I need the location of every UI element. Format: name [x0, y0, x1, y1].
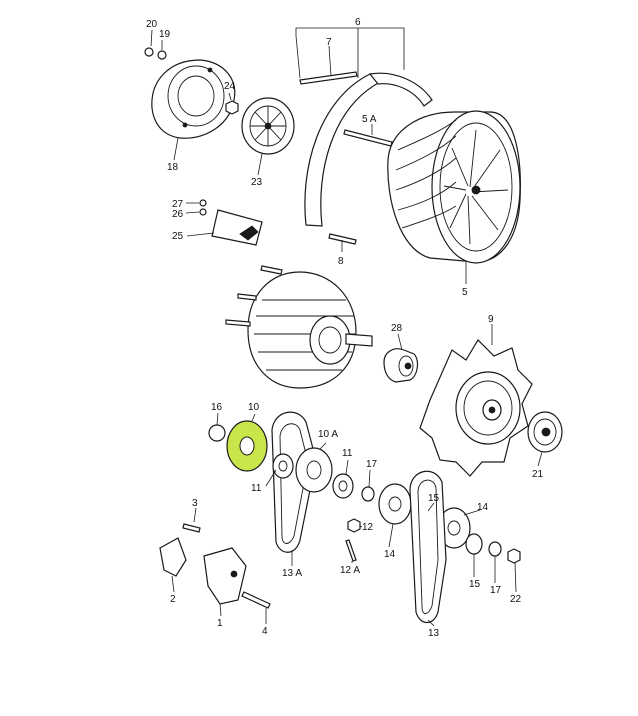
part-7-bolt[interactable]	[299, 71, 358, 85]
callouts: 20 19 18 24 23 6 7 5 A 27 26 25 8 5 9 28…	[146, 17, 544, 639]
part-16-spacer[interactable]	[208, 424, 226, 442]
callout-10: 10	[248, 402, 260, 413]
part-9-fan-wheel[interactable]	[419, 339, 533, 477]
callout-4: 4	[262, 626, 268, 637]
callout-12: 12	[362, 522, 374, 533]
callout-26: 26	[172, 209, 184, 220]
callout-7: 7	[326, 37, 332, 48]
callout-17-b: 17	[490, 585, 502, 596]
callout-10a: 10 A	[318, 429, 338, 440]
part-4-bolt[interactable]	[241, 591, 271, 609]
part-17-washer-2[interactable]	[488, 541, 502, 557]
part-12-nut[interactable]	[347, 518, 361, 533]
part-2-clip[interactable]	[159, 537, 187, 577]
part-12a-bolt[interactable]	[345, 539, 357, 562]
part-10-highlighted-ring[interactable]	[226, 420, 268, 472]
part-18-cover[interactable]	[151, 59, 236, 139]
callout-17-a: 17	[366, 459, 378, 470]
callout-9: 9	[488, 314, 494, 325]
callout-21: 21	[532, 469, 544, 480]
part-25-bracket[interactable]	[211, 209, 263, 246]
part-5a-stud[interactable]	[343, 129, 393, 147]
callout-16: 16	[211, 402, 223, 413]
leader-lines	[150, 27, 543, 627]
alternator-body[interactable]	[225, 265, 373, 389]
callout-14-b: 14	[384, 549, 396, 560]
callout-12a: 12 A	[340, 565, 360, 576]
part-15-shim-2[interactable]	[465, 533, 483, 555]
part-14-pulley-half[interactable]	[378, 483, 412, 525]
part-24-nut[interactable]	[225, 100, 239, 115]
part-1-bracket[interactable]	[203, 547, 247, 605]
part-11-shim-2[interactable]	[332, 473, 354, 499]
callout-2: 2	[170, 594, 176, 605]
callout-18: 18	[167, 162, 179, 173]
callout-24: 24	[224, 81, 236, 92]
callout-23: 23	[251, 177, 263, 188]
part-22-nut[interactable]	[507, 548, 521, 564]
callout-5: 5	[462, 287, 468, 298]
callout-3: 3	[192, 498, 198, 509]
callout-15-b: 15	[469, 579, 481, 590]
part-21-pulley[interactable]	[527, 411, 563, 453]
part-11-shim[interactable]	[272, 453, 294, 479]
callout-15-a: 15	[428, 493, 440, 504]
part-20-washer[interactable]	[144, 47, 154, 57]
callout-6: 6	[355, 17, 361, 28]
part-19-nut[interactable]	[157, 50, 167, 60]
part-23-impeller[interactable]	[241, 97, 295, 155]
part-27-screw[interactable]	[199, 199, 207, 207]
callout-5a: 5 A	[362, 114, 377, 125]
callout-25: 25	[172, 231, 184, 242]
part-3-screw[interactable]	[182, 523, 201, 533]
part-28-flange[interactable]	[383, 348, 419, 383]
part-8-bolt[interactable]	[328, 233, 357, 245]
callout-22: 22	[510, 594, 522, 605]
part-26-washer[interactable]	[199, 208, 207, 216]
callout-11-b: 11	[342, 448, 353, 459]
callout-13a: 13 A	[282, 568, 302, 579]
callout-19: 19	[159, 29, 171, 40]
part-5-blower-housing[interactable]	[387, 110, 521, 264]
part-10a-pulley-half[interactable]	[295, 447, 333, 493]
belt-13[interactable]	[409, 470, 447, 624]
callout-20: 20	[146, 19, 158, 30]
callout-8: 8	[338, 256, 344, 267]
callout-13: 13	[428, 628, 440, 639]
callout-28: 28	[391, 323, 403, 334]
part-6-strap[interactable]	[304, 72, 433, 227]
part-14-pulley-half-2[interactable]	[437, 507, 471, 549]
callout-14-a: 14	[477, 502, 489, 513]
callout-1: 1	[217, 618, 223, 629]
belt-13a[interactable]	[271, 411, 317, 553]
callout-27: 27	[172, 199, 184, 210]
part-17-washer[interactable]	[361, 486, 375, 502]
callout-11-a: 11	[251, 483, 262, 494]
